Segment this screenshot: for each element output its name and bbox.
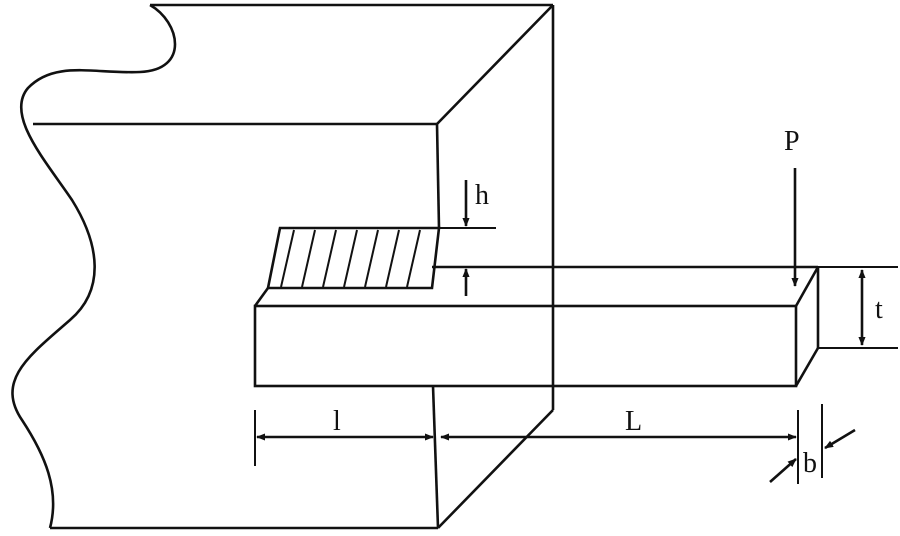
load-label: P bbox=[784, 126, 800, 157]
thickness-t: t bbox=[818, 266, 898, 349]
weld-size-h: h bbox=[439, 180, 496, 296]
wall-break-line bbox=[11, 3, 177, 529]
weld-outline bbox=[266, 226, 441, 290]
length-dimensions: l L bbox=[254, 406, 797, 466]
b-arrow-left bbox=[769, 458, 797, 483]
t-label: t bbox=[875, 294, 883, 325]
l-label: l bbox=[333, 406, 341, 437]
b-arrow-right bbox=[824, 428, 856, 450]
wall-top-corner-edge bbox=[436, 4, 554, 125]
wall-inner-corner-lower bbox=[431, 385, 440, 529]
h-label: h bbox=[475, 180, 489, 211]
cantilever-bar bbox=[253, 265, 820, 388]
bar-front-face bbox=[253, 304, 798, 388]
L-label: L bbox=[625, 406, 642, 437]
load-p: P bbox=[784, 126, 800, 287]
b-label: b bbox=[803, 448, 817, 479]
width-b: b bbox=[769, 404, 856, 484]
support-wall bbox=[11, 3, 555, 530]
bar-top-right-edge bbox=[794, 266, 820, 307]
weld-hatching bbox=[280, 229, 421, 288]
bar-end-bottom-edge bbox=[794, 347, 820, 387]
wall-inner-corner-upper bbox=[435, 123, 441, 229]
wall-bottom-corner-edge bbox=[437, 409, 554, 529]
fillet-weld bbox=[266, 226, 441, 290]
bar-top-left-edge bbox=[253, 287, 270, 307]
